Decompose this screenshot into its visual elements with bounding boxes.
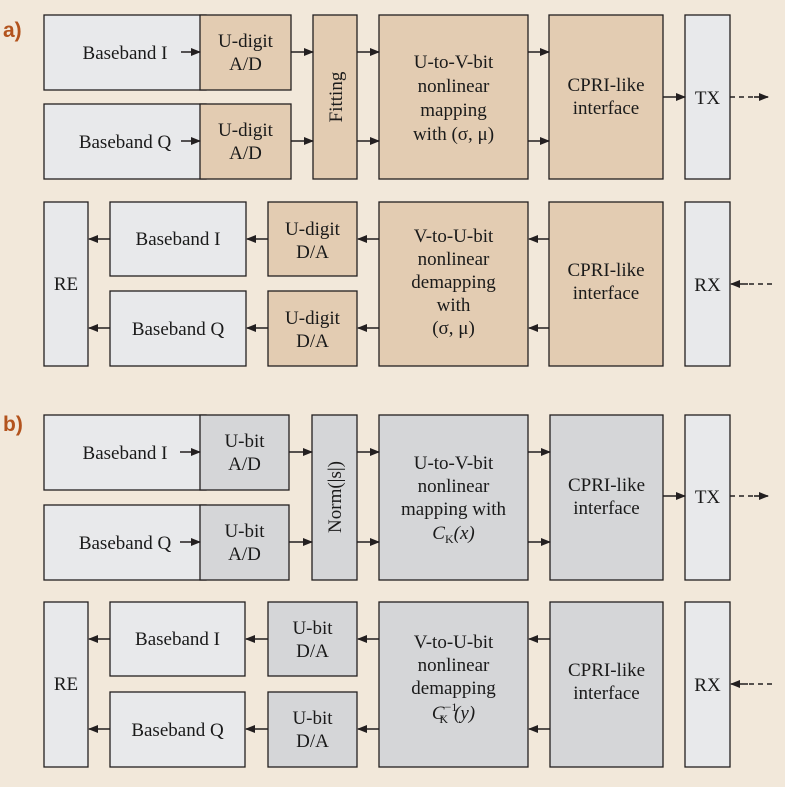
b-rx-baseband-q-block <box>109 691 246 768</box>
dac-q-label-line1: U-digit <box>285 308 341 329</box>
b-dac-i-label-line1: U-bit <box>292 618 333 639</box>
rx-baseband-i-block <box>109 201 247 277</box>
b-mapping-label-line2: nonlinear <box>418 476 490 497</box>
baseband-i-label: Baseband I <box>83 43 168 64</box>
cpri-label-line2: interface <box>573 98 639 119</box>
b-cpri-interface-block <box>549 414 664 581</box>
b-cpri-label-line1: CPRI-like <box>568 475 645 496</box>
dac-q-label-line2: D/A <box>296 331 329 352</box>
b-rx-block <box>684 601 731 768</box>
b-adc-q-label-line1: U-bit <box>224 521 265 542</box>
panel-b-tx-arrows <box>180 448 769 546</box>
adc-i-block <box>199 14 292 91</box>
panel-a-tx-arrows <box>181 48 769 145</box>
baseband-i-block <box>43 14 207 91</box>
rx-cpri-label-line2: interface <box>573 283 639 304</box>
rx-baseband-i-label: Baseband I <box>136 229 221 250</box>
b-adc-i-block <box>199 414 290 491</box>
b-demapping-label-line2: nonlinear <box>418 655 490 676</box>
b-rx-label: RX <box>694 675 721 696</box>
panel-b-label: b) <box>3 413 23 436</box>
b-baseband-i-label: Baseband I <box>83 443 168 464</box>
nonlinear-demapping-block <box>378 201 529 367</box>
cpri-interface-block <box>548 14 664 180</box>
fitting-label: Fitting <box>326 71 347 122</box>
demapping-label-line3: demapping <box>411 272 496 293</box>
mapping-label-line1: U-to-V-bit <box>414 52 494 73</box>
b-rx-cpri-label-line2: interface <box>573 683 639 704</box>
rx-baseband-q-block <box>109 290 247 367</box>
panel-a-tx-row: Baseband I Baseband Q U-digit A/D U-digi… <box>43 14 769 180</box>
re-label: RE <box>54 274 78 295</box>
rx-block <box>684 201 731 367</box>
panel-b-tx-row: Baseband I Baseband Q U-bit A/D U-bit A/… <box>43 414 769 581</box>
dac-i-label-line1: U-digit <box>285 219 341 240</box>
nonlinear-mapping-block <box>378 14 529 180</box>
fitting-block <box>312 14 358 180</box>
b-rx-baseband-i-label: Baseband I <box>135 629 220 650</box>
b-dac-q-block <box>267 691 358 768</box>
tx-label: TX <box>695 88 721 109</box>
dac-q-block <box>267 290 358 367</box>
re-block <box>43 201 89 367</box>
rx-cpri-interface-block <box>548 201 664 367</box>
b-dac-i-block <box>267 601 358 677</box>
adc-i-label-line1: U-digit <box>218 31 274 52</box>
b-baseband-q-label: Baseband Q <box>79 533 172 554</box>
demapping-label-line4: with <box>437 295 471 316</box>
adc-q-block <box>199 103 292 180</box>
baseband-q-label: Baseband Q <box>79 132 172 153</box>
b-demapping-label-line3: demapping <box>411 678 496 699</box>
b-dac-q-label-line2: D/A <box>296 731 329 752</box>
b-dac-q-label-line1: U-bit <box>292 708 333 729</box>
panel-a-rx-arrows <box>88 235 772 332</box>
panel-a-rx-row: RE Baseband I Baseband Q U-digit D/A U-d… <box>43 201 772 367</box>
b-baseband-i-block <box>43 414 207 491</box>
norm-label: Norm(|s|) <box>325 461 346 533</box>
b-re-block <box>43 601 89 768</box>
b-adc-q-label-line2: A/D <box>228 544 261 565</box>
b-dac-i-label-line2: D/A <box>296 641 329 662</box>
b-demapping-label-line1: V-to-U-bit <box>414 632 494 653</box>
adc-q-label-line1: U-digit <box>218 120 274 141</box>
rx-baseband-q-label: Baseband Q <box>132 319 225 340</box>
rx-label: RX <box>694 275 721 296</box>
b-nonlinear-mapping-block <box>378 414 529 581</box>
norm-block <box>311 414 358 581</box>
mapping-label-line3: mapping <box>420 100 487 121</box>
mapping-label-line2: nonlinear <box>418 76 490 97</box>
dac-i-label-line2: D/A <box>296 242 329 263</box>
b-rx-cpri-label-line1: CPRI-like <box>568 660 645 681</box>
demapping-label-line2: nonlinear <box>418 249 490 270</box>
b-rx-baseband-q-label: Baseband Q <box>131 720 224 741</box>
adc-q-label-line2: A/D <box>229 143 262 164</box>
adc-i-label-line2: A/D <box>229 54 262 75</box>
b-adc-i-label-line1: U-bit <box>224 431 265 452</box>
b-adc-q-block <box>199 504 290 581</box>
b-mapping-function: CK(x) <box>432 523 474 546</box>
b-tx-label: TX <box>695 487 721 508</box>
demapping-label-line5: (σ, μ) <box>432 318 475 339</box>
baseband-q-block <box>43 103 207 180</box>
panel-b-rx-arrows <box>88 635 772 733</box>
cpri-label-line1: CPRI-like <box>567 75 644 96</box>
b-re-label: RE <box>54 674 78 695</box>
b-mapping-label-line1: U-to-V-bit <box>414 453 494 474</box>
b-rx-cpri-interface-block <box>549 601 664 768</box>
b-cpri-label-line2: interface <box>573 498 639 519</box>
b-baseband-q-block <box>43 504 207 581</box>
panel-b-rx-row: RE Baseband I Baseband Q U-bit D/A U-bit… <box>43 601 772 768</box>
mapping-label-line4: with (σ, μ) <box>413 124 494 145</box>
panel-a-label: a) <box>3 19 22 42</box>
demapping-label-line1: V-to-U-bit <box>414 226 494 247</box>
rx-cpri-label-line1: CPRI-like <box>567 260 644 281</box>
b-nonlinear-demapping-block <box>378 601 529 768</box>
b-adc-i-label-line2: A/D <box>228 454 261 475</box>
b-mapping-label-line3: mapping with <box>401 499 507 520</box>
